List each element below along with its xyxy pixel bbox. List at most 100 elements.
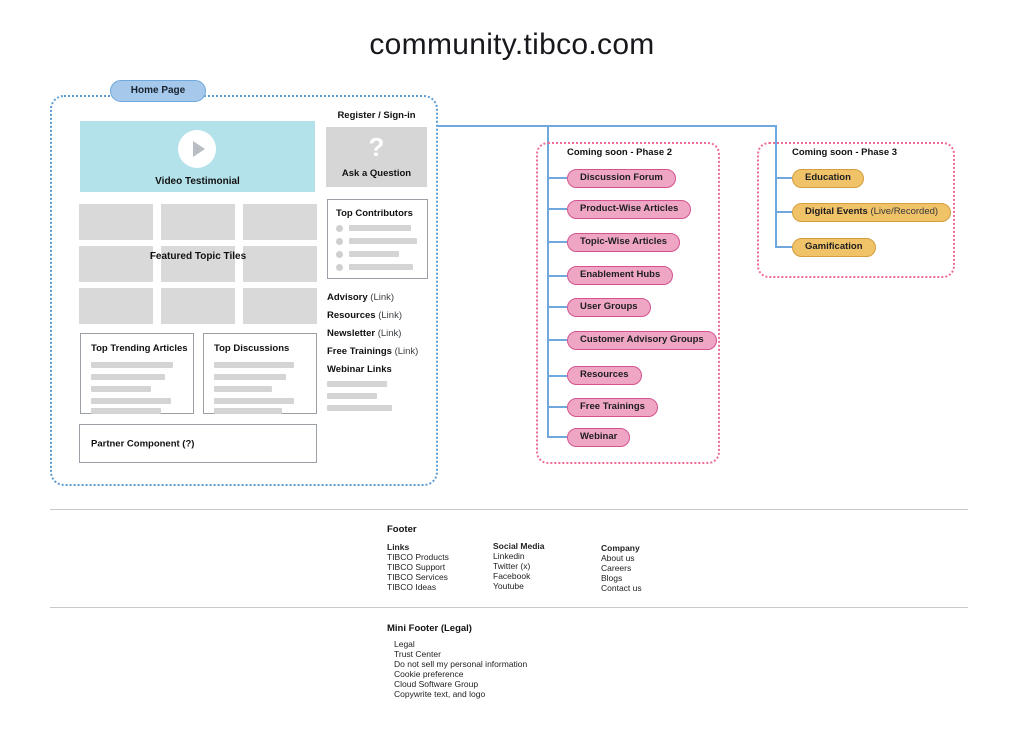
phase3-frame	[757, 142, 955, 278]
node-webinar[interactable]: Webinar	[567, 428, 631, 447]
connector-stub	[548, 375, 567, 377]
node-gamification[interactable]: Gamification	[792, 238, 876, 257]
phase2-title: Coming soon - Phase 2	[567, 147, 673, 158]
register-signin-link[interactable]: Register / Sign-in	[337, 110, 416, 121]
divider	[50, 607, 968, 608]
topic-tile[interactable]	[161, 204, 235, 240]
node-label: Gamification	[805, 241, 863, 252]
connector-stub	[776, 177, 792, 179]
placeholder-bar	[91, 362, 173, 368]
tab-home-page[interactable]: Home Page	[110, 80, 206, 102]
phase2-frame	[536, 142, 720, 464]
top-discussions-panel: Top Discussions	[203, 333, 317, 414]
footer-link[interactable]: Youtube	[493, 581, 524, 591]
divider	[50, 509, 968, 510]
link-label: Webinar Links	[327, 364, 392, 375]
footer-link[interactable]: Linkedin	[493, 551, 525, 561]
placeholder-bar	[349, 238, 417, 244]
connector-stub	[548, 306, 567, 308]
connector-stub	[548, 406, 567, 408]
ask-a-question-block[interactable]: ? Ask a Question	[326, 127, 427, 187]
node-user-groups[interactable]: User Groups	[567, 298, 651, 317]
footer-link[interactable]: Blogs	[601, 573, 623, 583]
link-free-trainings[interactable]: Free Trainings (Link)	[327, 346, 418, 357]
connector-stub	[776, 246, 792, 248]
topic-tile[interactable]	[161, 246, 235, 282]
link-label: Free Trainings	[327, 346, 392, 357]
connector-stub	[548, 177, 567, 179]
footer-link[interactable]: Facebook	[493, 571, 531, 581]
link-advisory[interactable]: Advisory (Link)	[327, 292, 394, 303]
node-enablement-hubs[interactable]: Enablement Hubs	[567, 266, 674, 285]
node-free-trainings[interactable]: Free Trainings	[567, 398, 658, 417]
mini-footer-title: Mini Footer (Legal)	[387, 623, 472, 634]
link-suffix: (Link)	[367, 292, 395, 303]
footer-column-heading: Links	[387, 542, 410, 552]
page-title: community.tibco.com	[369, 28, 655, 61]
footer-link[interactable]: TIBCO Services	[387, 572, 448, 582]
connector-stub	[548, 339, 567, 341]
node-resources[interactable]: Resources	[567, 366, 642, 385]
legal-link[interactable]: Do not sell my personal information	[394, 659, 528, 669]
phase3-title: Coming soon - Phase 3	[792, 147, 898, 158]
placeholder-bar	[349, 251, 399, 257]
legal-link[interactable]: Legal	[394, 639, 415, 649]
top-contributors-title: Top Contributors	[336, 208, 413, 219]
placeholder-bar	[91, 408, 161, 414]
top-trending-articles-title: Top Trending Articles	[91, 343, 188, 354]
top-trending-articles-panel: Top Trending Articles	[80, 333, 194, 414]
topic-tile[interactable]	[79, 246, 153, 282]
node-topic-wise-articles[interactable]: Topic-Wise Articles	[567, 233, 681, 252]
link-suffix: (Link)	[375, 310, 402, 321]
connector-stub	[548, 208, 567, 210]
link-suffix: (Link)	[375, 328, 402, 339]
featured-topic-tiles-label: Featured Topic Tiles	[149, 251, 247, 262]
placeholder-bar	[349, 225, 411, 231]
node-suffix: (Live/Recorded)	[867, 206, 939, 217]
node-discussion-forum[interactable]: Discussion Forum	[567, 169, 676, 188]
topic-tile[interactable]	[79, 204, 153, 240]
legal-link[interactable]: Cookie preference	[394, 669, 464, 679]
node-label: Education	[805, 172, 851, 183]
footer-link[interactable]: Contact us	[601, 583, 642, 593]
play-button[interactable]	[178, 130, 216, 168]
node-customer-advisory-groups[interactable]: Customer Advisory Groups	[567, 331, 717, 350]
topic-tile[interactable]	[243, 204, 317, 240]
connector-horizontal	[438, 125, 776, 127]
node-product-wise-articles[interactable]: Product-Wise Articles	[567, 200, 692, 219]
topic-tile[interactable]	[243, 288, 317, 324]
placeholder-bar	[214, 408, 282, 414]
question-mark-icon: ?	[368, 132, 385, 162]
node-education[interactable]: Education	[792, 169, 864, 188]
play-icon	[193, 141, 205, 157]
link-resources[interactable]: Resources (Link)	[327, 310, 402, 321]
footer-link[interactable]: TIBCO Products	[387, 552, 449, 562]
avatar	[336, 251, 343, 258]
video-testimonial-label: Video Testimonial	[155, 176, 240, 187]
footer-link[interactable]: TIBCO Ideas	[387, 582, 437, 592]
placeholder-bar	[214, 374, 286, 380]
top-contributors-panel: Top Contributors	[327, 199, 428, 279]
footer-link[interactable]: Twitter (x)	[493, 561, 531, 571]
topic-tile[interactable]	[161, 288, 235, 324]
video-testimonial-block[interactable]: Video Testimonial	[80, 121, 315, 192]
placeholder-bar	[214, 398, 294, 404]
footer-link[interactable]: Careers	[601, 563, 632, 573]
topic-tile[interactable]	[79, 288, 153, 324]
legal-link[interactable]: Trust Center	[394, 649, 441, 659]
placeholder-bar	[91, 398, 171, 404]
placeholder-bar	[214, 386, 272, 392]
footer-link[interactable]: TIBCO Support	[387, 562, 446, 572]
connector-stub	[548, 275, 567, 277]
link-newsletter[interactable]: Newsletter (Link)	[327, 328, 401, 339]
footer-link[interactable]: About us	[601, 553, 635, 563]
node-digital-events[interactable]: Digital Events (Live/Recorded)	[792, 203, 952, 222]
legal-link[interactable]: Cloud Software Group	[394, 679, 479, 689]
partner-component-title: Partner Component (?)	[91, 438, 195, 449]
placeholder-bar	[91, 374, 165, 380]
legal-link[interactable]: Copywrite text, and logo	[394, 689, 486, 699]
link-webinar-links[interactable]: Webinar Links	[327, 364, 392, 375]
link-suffix: (Link)	[391, 346, 419, 357]
topic-tile[interactable]	[243, 246, 317, 282]
